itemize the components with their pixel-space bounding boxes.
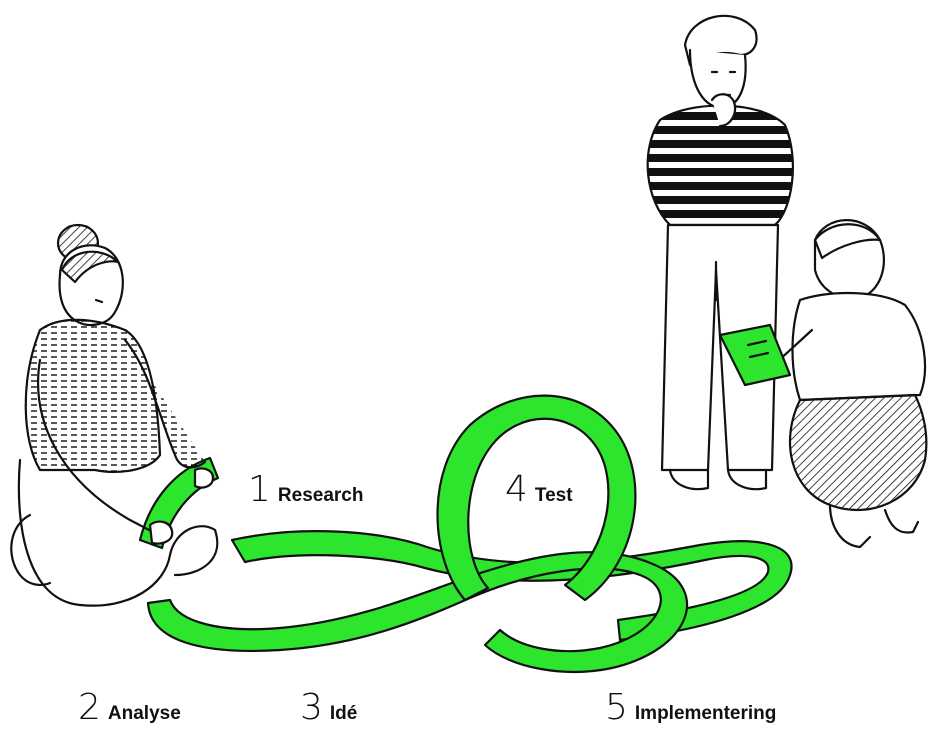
step-label: Analyse [107, 703, 181, 724]
step-number: 3 [300, 687, 323, 728]
step-implementering: 5 Implementering [605, 690, 776, 726]
step-label: Idé [329, 703, 358, 724]
step-analyse: 2 Analyse [78, 690, 181, 726]
step-number: 5 [605, 687, 628, 728]
step-label: Test [534, 485, 573, 506]
step-number: 4 [505, 469, 528, 510]
kneeling-woman-figure [10, 223, 219, 607]
ribbon-test-loop [436, 394, 637, 602]
step-number: 1 [248, 469, 271, 510]
crouching-person-figure [718, 219, 928, 549]
step-number: 2 [78, 687, 101, 728]
step-research: 1 Research [248, 472, 363, 508]
standing-man-figure [646, 14, 795, 491]
step-test: 4 Test [505, 472, 573, 508]
ribbon-analyse-strand [146, 551, 689, 673]
step-ide: 3 Idé [300, 690, 357, 726]
step-label: Implementering [634, 703, 777, 724]
step-label: Research [277, 485, 364, 506]
